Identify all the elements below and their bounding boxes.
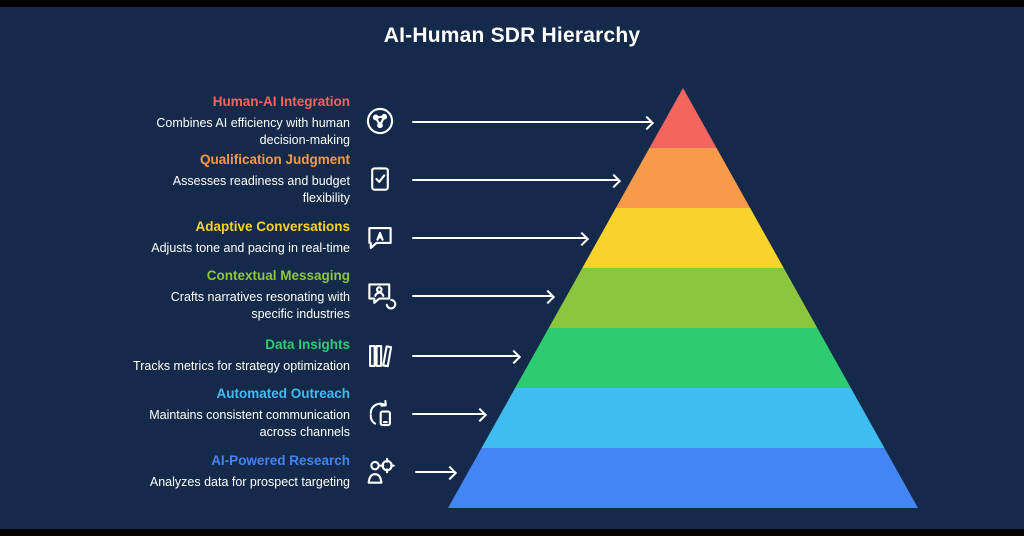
level-row-ai-powered-research: AI-Powered Research Analyzes data for pr… <box>132 452 404 492</box>
level-description: Adjusts tone and pacing in real-time <box>151 241 350 256</box>
level-text: Adaptive Conversations Adjusts tone and … <box>132 219 350 257</box>
level-label: Contextual Messaging <box>206 268 350 283</box>
level-row-human-ai-integration: Human-AI Integration Combines AI efficie… <box>132 94 404 148</box>
refresh-phone-icon <box>360 393 400 433</box>
arrow-icon <box>412 121 652 123</box>
person-target-icon <box>360 452 400 492</box>
pyramid-layer-7 <box>448 448 918 508</box>
level-description: Assesses readiness and budget flexibilit… <box>172 174 350 205</box>
level-row-contextual-messaging: Contextual Messaging Crafts narratives r… <box>132 268 404 322</box>
level-label: Human-AI Integration <box>212 94 350 109</box>
level-text: Qualification Judgment Assesses readines… <box>132 152 350 206</box>
bar-chart-icon <box>360 336 400 376</box>
level-text: Data Insights Tracks metrics for strateg… <box>132 337 350 375</box>
level-label: Adaptive Conversations <box>195 219 350 235</box>
arrow-icon <box>412 179 619 181</box>
chat-a-icon <box>360 218 400 258</box>
arrow-icon <box>412 295 553 297</box>
level-label: Qualification Judgment <box>199 152 350 167</box>
level-label: AI-Powered Research <box>211 453 350 469</box>
level-description: Analyzes data for prospect targeting <box>149 475 350 490</box>
level-text: Contextual Messaging Crafts narratives r… <box>132 268 350 322</box>
level-text: Automated Outreach Maintains consistent … <box>132 386 350 440</box>
page-title: AI-Human SDR Hierarchy <box>383 24 641 47</box>
level-row-automated-outreach: Automated Outreach Maintains consistent … <box>132 386 404 440</box>
clipboard-check-icon <box>360 159 400 199</box>
level-description: Maintains consistent communication acros… <box>149 408 350 439</box>
arrow-icon <box>415 471 455 473</box>
level-description: Tracks metrics for strategy optimization <box>133 359 350 374</box>
level-label: Data Insights <box>265 337 350 353</box>
level-description: Combines AI efficiency with human decisi… <box>156 116 350 147</box>
arrow-icon <box>412 355 519 357</box>
arrow-icon <box>412 237 587 239</box>
person-chat-icon <box>360 275 400 315</box>
level-text: Human-AI Integration Combines AI efficie… <box>132 94 350 148</box>
level-text: AI-Powered Research Analyzes data for pr… <box>132 453 350 491</box>
arrow-icon <box>412 413 485 415</box>
level-row-data-insights: Data Insights Tracks metrics for strateg… <box>132 336 404 376</box>
level-description: Crafts narratives resonating with specif… <box>170 290 350 321</box>
level-row-adaptive-conversations: Adaptive Conversations Adjusts tone and … <box>132 218 404 258</box>
level-row-qualification-judgment: Qualification Judgment Assesses readines… <box>132 152 404 206</box>
ai-head-icon <box>360 101 400 141</box>
level-label: Automated Outreach <box>216 386 350 401</box>
pyramid-layer-6 <box>448 388 918 448</box>
